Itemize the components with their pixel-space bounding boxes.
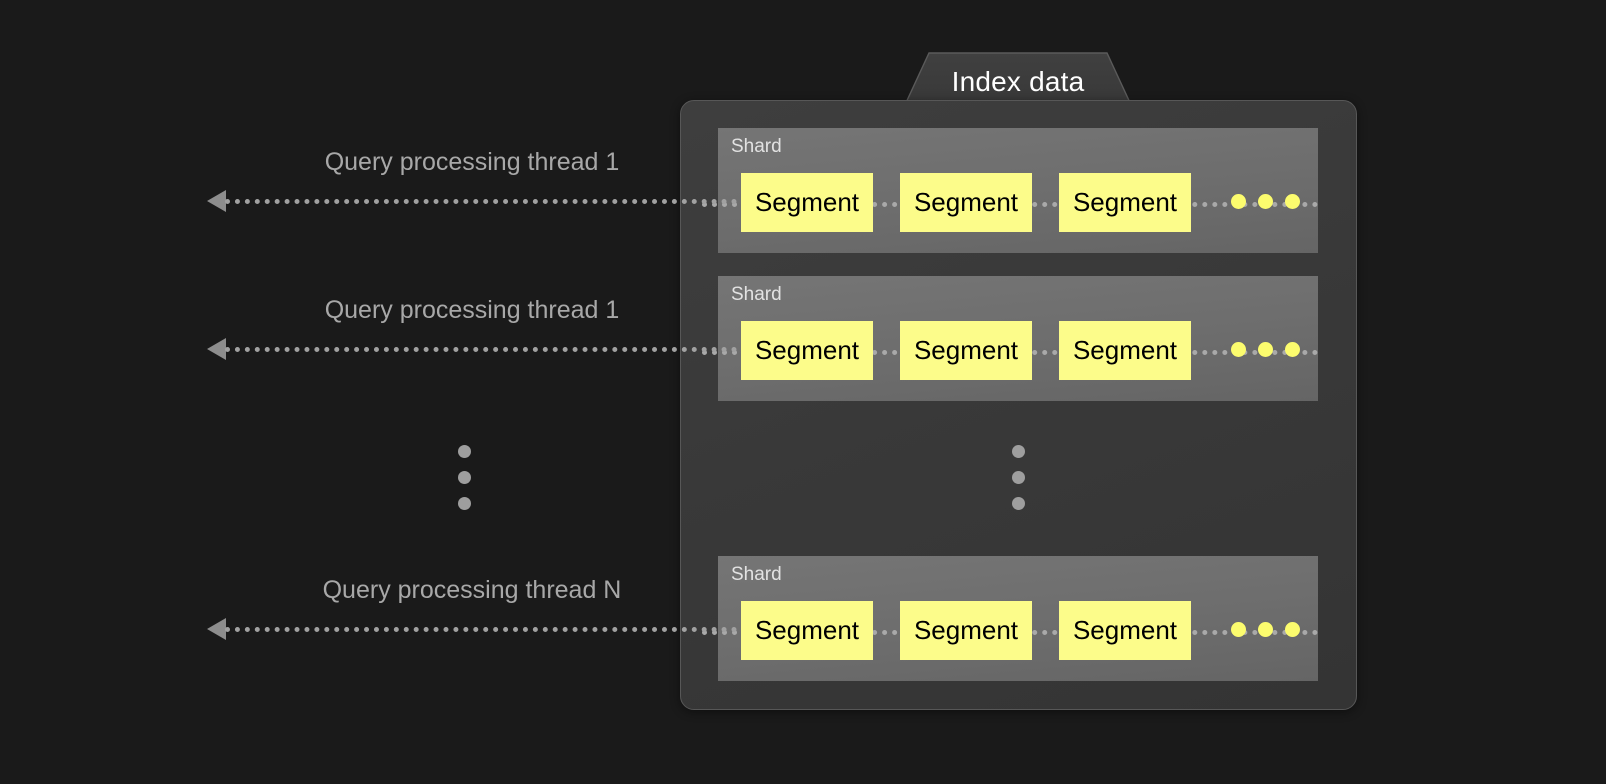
- segment-ellipsis: [1231, 622, 1300, 637]
- shard-label: Shard: [731, 136, 782, 157]
- vertical-ellipsis-dot: [457, 445, 471, 458]
- shard-row[interactable]: Shard Segment Segment Segment: [702, 276, 1318, 401]
- vertical-ellipsis-dot: [1011, 445, 1025, 458]
- arrow-line: [225, 347, 737, 352]
- segment-box[interactable]: Segment: [741, 601, 873, 660]
- arrow-head-icon: [207, 190, 226, 212]
- shard-row[interactable]: Shard Segment Segment Segment: [702, 128, 1318, 253]
- query-thread-arrow: Query processing thread 1: [207, 148, 737, 218]
- shard-row[interactable]: Shard Segment Segment Segment: [702, 556, 1318, 681]
- arrow-line: [225, 199, 737, 204]
- segment-ellipsis-dot: [1231, 342, 1246, 357]
- segment-ellipsis-dot: [1231, 622, 1246, 637]
- segment-box[interactable]: Segment: [900, 601, 1032, 660]
- shard-label: Shard: [731, 564, 782, 585]
- vertical-ellipsis-dot: [1011, 471, 1025, 484]
- segment-list: Segment Segment Segment: [741, 321, 1191, 380]
- segment-ellipsis-dot: [1258, 622, 1273, 637]
- segment-ellipsis-dot: [1258, 342, 1273, 357]
- segment-list: Segment Segment Segment: [741, 173, 1191, 232]
- segment-ellipsis-dot: [1285, 194, 1300, 209]
- segment-box[interactable]: Segment: [1059, 601, 1191, 660]
- segment-ellipsis: [1231, 342, 1300, 357]
- query-thread-arrow: Query processing thread N: [207, 576, 737, 646]
- vertical-ellipsis-dot: [457, 471, 471, 484]
- segment-box[interactable]: Segment: [900, 321, 1032, 380]
- segment-ellipsis-dot: [1231, 194, 1246, 209]
- segment-list: Segment Segment Segment: [741, 601, 1191, 660]
- vertical-ellipsis-dot: [1011, 497, 1025, 510]
- shard-label: Shard: [731, 284, 782, 305]
- segment-ellipsis-dot: [1258, 194, 1273, 209]
- segment-box[interactable]: Segment: [741, 321, 873, 380]
- segment-box[interactable]: Segment: [900, 173, 1032, 232]
- query-thread-arrow: Query processing thread 1: [207, 296, 737, 366]
- vertical-ellipsis-dot: [457, 497, 471, 510]
- segment-box[interactable]: Segment: [1059, 173, 1191, 232]
- segment-box[interactable]: Segment: [741, 173, 873, 232]
- segment-ellipsis: [1231, 194, 1300, 209]
- thread-vertical-ellipsis: [457, 445, 471, 510]
- arrow-head-icon: [207, 618, 226, 640]
- query-thread-label: Query processing thread N: [322, 576, 622, 604]
- segment-ellipsis-dot: [1285, 622, 1300, 637]
- query-thread-label: Query processing thread 1: [324, 296, 620, 324]
- query-thread-label: Query processing thread 1: [324, 148, 620, 176]
- segment-ellipsis-dot: [1285, 342, 1300, 357]
- segment-box[interactable]: Segment: [1059, 321, 1191, 380]
- arrow-head-icon: [207, 338, 226, 360]
- arrow-line: [225, 627, 737, 632]
- shard-vertical-ellipsis: [1011, 445, 1025, 510]
